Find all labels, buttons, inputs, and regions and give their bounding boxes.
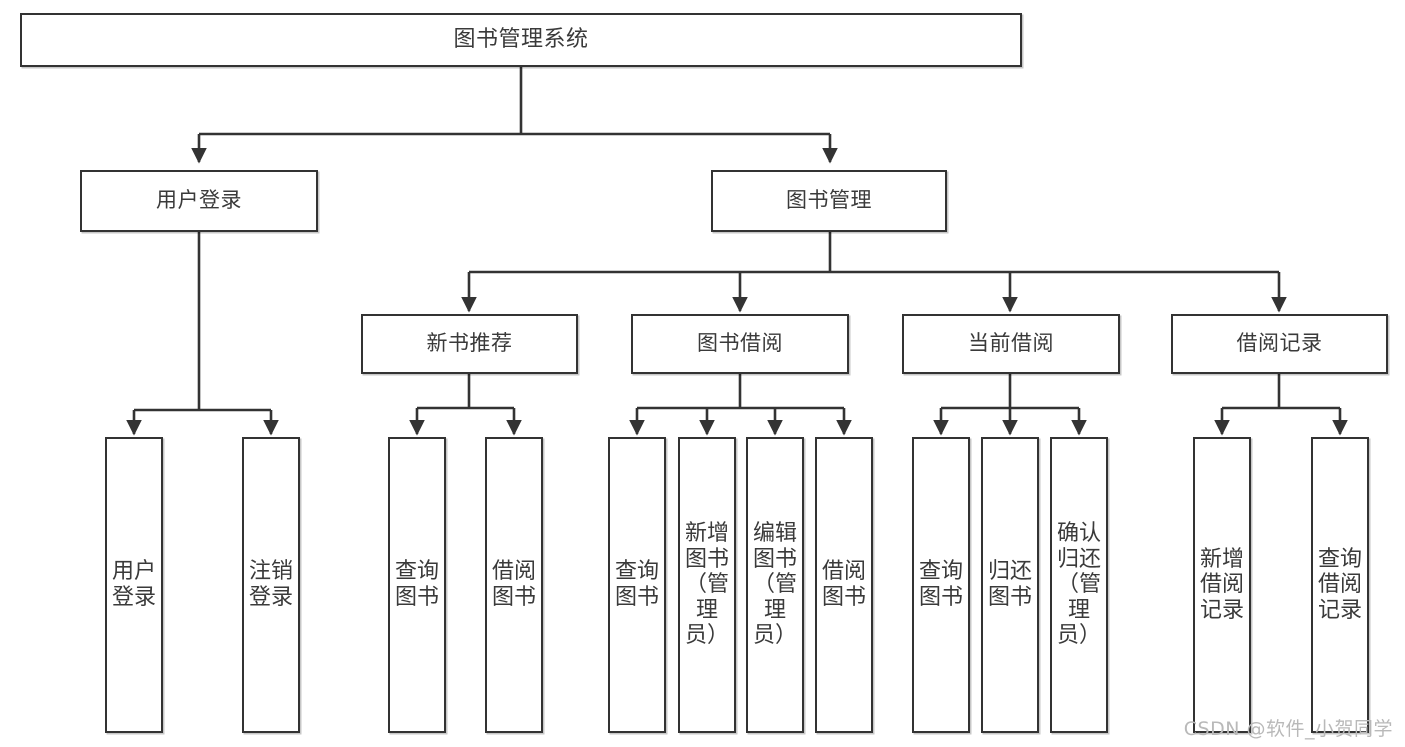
node-label: 新书推荐 (426, 331, 513, 356)
node-label: 用户登录 (111, 559, 156, 610)
node-label: 查询借阅记录 (1317, 546, 1362, 623)
node-label: 查询图书 (614, 559, 659, 610)
leaf-user-login-login[interactable]: 用户登录 (105, 437, 163, 733)
leaf-borrow-record-query-record[interactable]: 查询借阅记录 (1311, 437, 1369, 733)
node-label: 图书管理系统 (453, 26, 589, 52)
leaf-current-borrow-query-book[interactable]: 查询图书 (912, 437, 970, 733)
leaf-borrow-record-add-record[interactable]: 新增借阅记录 (1193, 437, 1251, 733)
node-label: 用户登录 (156, 188, 242, 213)
leaf-current-borrow-confirm-return-admin[interactable]: 确认归还（管理员） (1050, 437, 1108, 733)
node-label: 查询图书 (394, 559, 439, 610)
node-user-login[interactable]: 用户登录 (80, 170, 318, 232)
node-label: 借阅记录 (1236, 331, 1323, 356)
leaf-book-borrow-borrow-book[interactable]: 借阅图书 (815, 437, 873, 733)
node-label: 新增借阅记录 (1199, 546, 1244, 623)
leaf-book-borrow-add-book-admin[interactable]: 新增图书（管理员） (678, 437, 736, 733)
leaf-book-borrow-edit-book-admin[interactable]: 编辑图书（管理员） (746, 437, 804, 733)
node-book-management[interactable]: 图书管理 (711, 170, 947, 232)
node-current-borrow[interactable]: 当前借阅 (902, 314, 1120, 374)
node-book-borrow[interactable]: 图书借阅 (631, 314, 849, 374)
node-label: 归还图书 (987, 559, 1032, 610)
leaf-book-borrow-query-book[interactable]: 查询图书 (608, 437, 666, 733)
node-label: 查询图书 (918, 559, 963, 610)
node-label: 图书借阅 (697, 331, 783, 356)
leaf-new-book-borrow-book[interactable]: 借阅图书 (485, 437, 543, 733)
node-label: 注销登录 (248, 559, 293, 610)
node-new-book-recommend[interactable]: 新书推荐 (361, 314, 578, 374)
node-label: 借阅图书 (491, 559, 536, 610)
node-label: 借阅图书 (821, 559, 866, 610)
node-label: 确认归还（管理员） (1056, 521, 1101, 649)
node-label: 当前借阅 (968, 331, 1054, 356)
node-label: 编辑图书（管理员） (752, 521, 797, 649)
leaf-new-book-query-book[interactable]: 查询图书 (388, 437, 446, 733)
node-label: 新增图书（管理员） (684, 521, 729, 649)
leaf-user-login-logout[interactable]: 注销登录 (242, 437, 300, 733)
node-label: 图书管理 (786, 188, 872, 213)
node-borrow-record[interactable]: 借阅记录 (1171, 314, 1388, 374)
leaf-current-borrow-return-book[interactable]: 归还图书 (981, 437, 1039, 733)
node-root-book-management-system[interactable]: 图书管理系统 (20, 13, 1022, 67)
